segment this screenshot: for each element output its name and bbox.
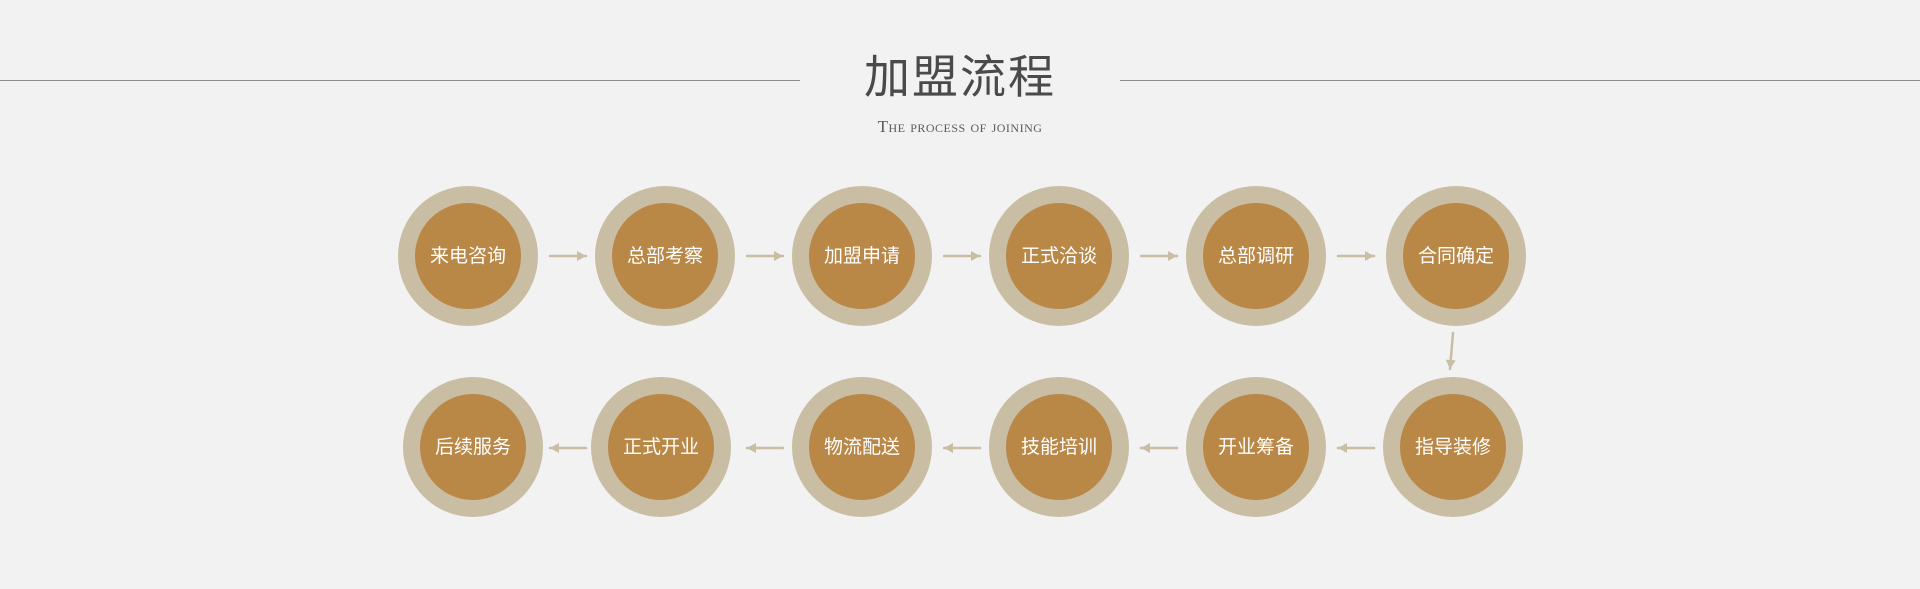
step-renovation-guidance: 指导装修	[1383, 377, 1523, 517]
flow-arrow	[1139, 443, 1179, 453]
step-label: 指导装修	[1414, 436, 1491, 458]
step-headquarters-visit: 总部考察	[595, 186, 735, 326]
step-core: 合同确定	[1403, 203, 1509, 309]
step-core: 正式开业	[608, 394, 714, 500]
step-core: 总部调研	[1203, 203, 1309, 309]
flow-arrow	[548, 443, 588, 453]
step-label: 正式开业	[622, 436, 699, 458]
diagram-subtitle: The process of joining	[877, 117, 1043, 136]
step-label: 技能培训	[1020, 436, 1097, 458]
step-after-service: 后续服务	[403, 377, 543, 517]
step-franchise-application: 加盟申请	[792, 186, 932, 326]
flow-arrow	[1139, 251, 1179, 261]
step-label: 物流配送	[823, 436, 900, 458]
step-consult-by-phone: 来电咨询	[398, 186, 538, 326]
step-label: 加盟申请	[823, 245, 900, 267]
step-label: 总部考察	[626, 245, 703, 267]
step-core: 后续服务	[420, 394, 526, 500]
flow-arrow	[548, 251, 588, 261]
step-headquarters-survey: 总部调研	[1186, 186, 1326, 326]
flow-arrow	[745, 251, 785, 261]
step-core: 正式洽谈	[1006, 203, 1112, 309]
step-label: 来电咨询	[429, 245, 506, 267]
flow-arrow	[942, 443, 982, 453]
flow-arrow	[1336, 443, 1376, 453]
step-label: 后续服务	[434, 436, 511, 458]
header-rule-left	[0, 80, 800, 81]
step-grand-opening: 正式开业	[591, 377, 731, 517]
step-core: 开业筹备	[1203, 394, 1309, 500]
step-core: 技能培训	[1006, 394, 1112, 500]
flow-arrow	[1336, 251, 1376, 261]
step-core: 加盟申请	[809, 203, 915, 309]
flow-arrow	[942, 251, 982, 261]
step-formal-negotiation: 正式洽谈	[989, 186, 1129, 326]
step-contract-confirmation: 合同确定	[1386, 186, 1526, 326]
step-core: 指导装修	[1400, 394, 1506, 500]
flow-arrow-down	[1445, 331, 1456, 371]
step-label: 总部调研	[1217, 245, 1294, 267]
step-opening-preparation: 开业筹备	[1186, 377, 1326, 517]
step-logistics-delivery: 物流配送	[792, 377, 932, 517]
step-label: 合同确定	[1417, 245, 1494, 267]
step-core: 来电咨询	[415, 203, 521, 309]
step-label: 开业筹备	[1217, 436, 1294, 458]
flow-arrow	[745, 443, 785, 453]
step-core: 总部考察	[612, 203, 718, 309]
step-core: 物流配送	[809, 394, 915, 500]
step-skills-training: 技能培训	[989, 377, 1129, 517]
header-rule-right	[1120, 80, 1920, 81]
diagram-title: 加盟流程	[864, 50, 1056, 104]
step-label: 正式洽谈	[1020, 245, 1097, 267]
